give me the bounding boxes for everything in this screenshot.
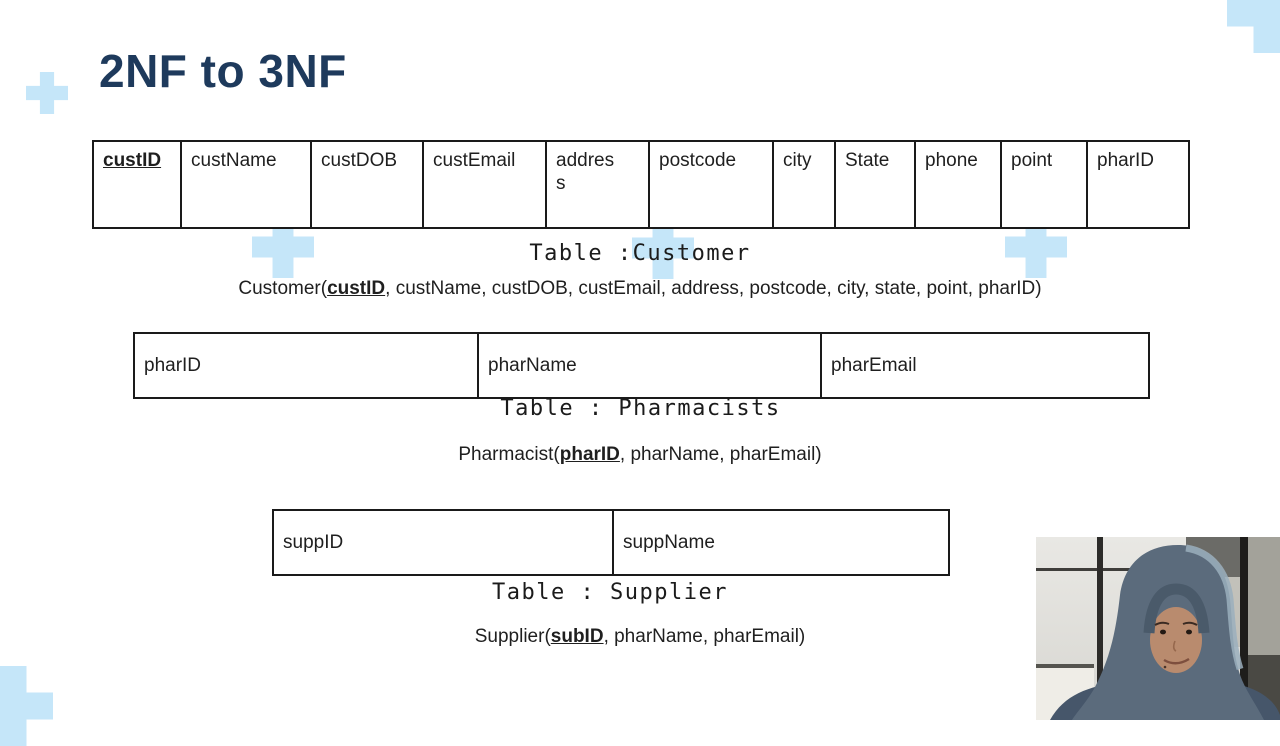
supplier-schema-line: Supplier(subID, pharName, pharEmail)	[0, 625, 1280, 649]
table-header-row: pharID pharName pharEmail	[133, 332, 1150, 399]
schema-text: , pharName, pharEmail)	[603, 626, 806, 647]
primary-key: pharID	[559, 444, 620, 465]
presenter-illustration	[1036, 537, 1280, 720]
supplier-table-caption: Table : Supplier	[492, 580, 728, 605]
column-header-address-label: address	[556, 150, 615, 195]
column-header-custemail: custEmail	[422, 140, 547, 229]
column-header-custid: custID	[92, 140, 182, 229]
customer-schema-line: Customer(custID, custName, custDOB, cust…	[0, 277, 1280, 301]
pharmacists-table: pharID pharName pharEmail	[133, 332, 1150, 399]
column-header-suppid: suppID	[272, 509, 614, 576]
column-header-pharemail: pharEmail	[820, 332, 1150, 399]
column-header-address: address	[545, 140, 650, 229]
schema-text: , pharName, pharEmail)	[619, 444, 822, 465]
primary-key: subID	[550, 626, 604, 647]
column-header-pharid: pharID	[1086, 140, 1190, 229]
column-header-suppname: suppName	[612, 509, 950, 576]
plus-decoration-icon	[26, 72, 68, 114]
customer-table: custID custName custDOB custEmail addres…	[92, 140, 1190, 229]
table-header-row: suppID suppName	[272, 509, 950, 576]
plus-decoration-icon	[0, 666, 53, 746]
column-header-postcode: postcode	[648, 140, 774, 229]
table-header-row: custID custName custDOB custEmail addres…	[92, 140, 1190, 229]
webcam-video	[1036, 537, 1280, 720]
pharmacists-table-caption: Table : Pharmacists	[500, 396, 781, 421]
primary-key: custID	[327, 278, 386, 299]
column-header-point: point	[1000, 140, 1088, 229]
schema-text: Pharmacist(	[458, 444, 560, 465]
column-header-custdob: custDOB	[310, 140, 424, 229]
schema-text: , custName, custDOB, custEmail, address,…	[385, 278, 1042, 299]
slide-title: 2NF to 3NF	[99, 45, 347, 97]
schema-text: Customer(	[238, 278, 328, 299]
column-header-city: city	[772, 140, 836, 229]
column-header-pharname: pharName	[477, 332, 822, 399]
column-header-state: State	[834, 140, 916, 229]
plus-decoration-icon	[1227, 0, 1280, 53]
column-header-custname: custName	[180, 140, 312, 229]
column-header-pharid: pharID	[133, 332, 479, 399]
pharmacists-schema-line: Pharmacist(pharID, pharName, pharEmail)	[0, 443, 1280, 467]
customer-table-caption: Table :Customer	[529, 241, 751, 266]
supplier-table: suppID suppName	[272, 509, 950, 576]
schema-text: Supplier(	[474, 626, 551, 647]
column-header-phone: phone	[914, 140, 1002, 229]
